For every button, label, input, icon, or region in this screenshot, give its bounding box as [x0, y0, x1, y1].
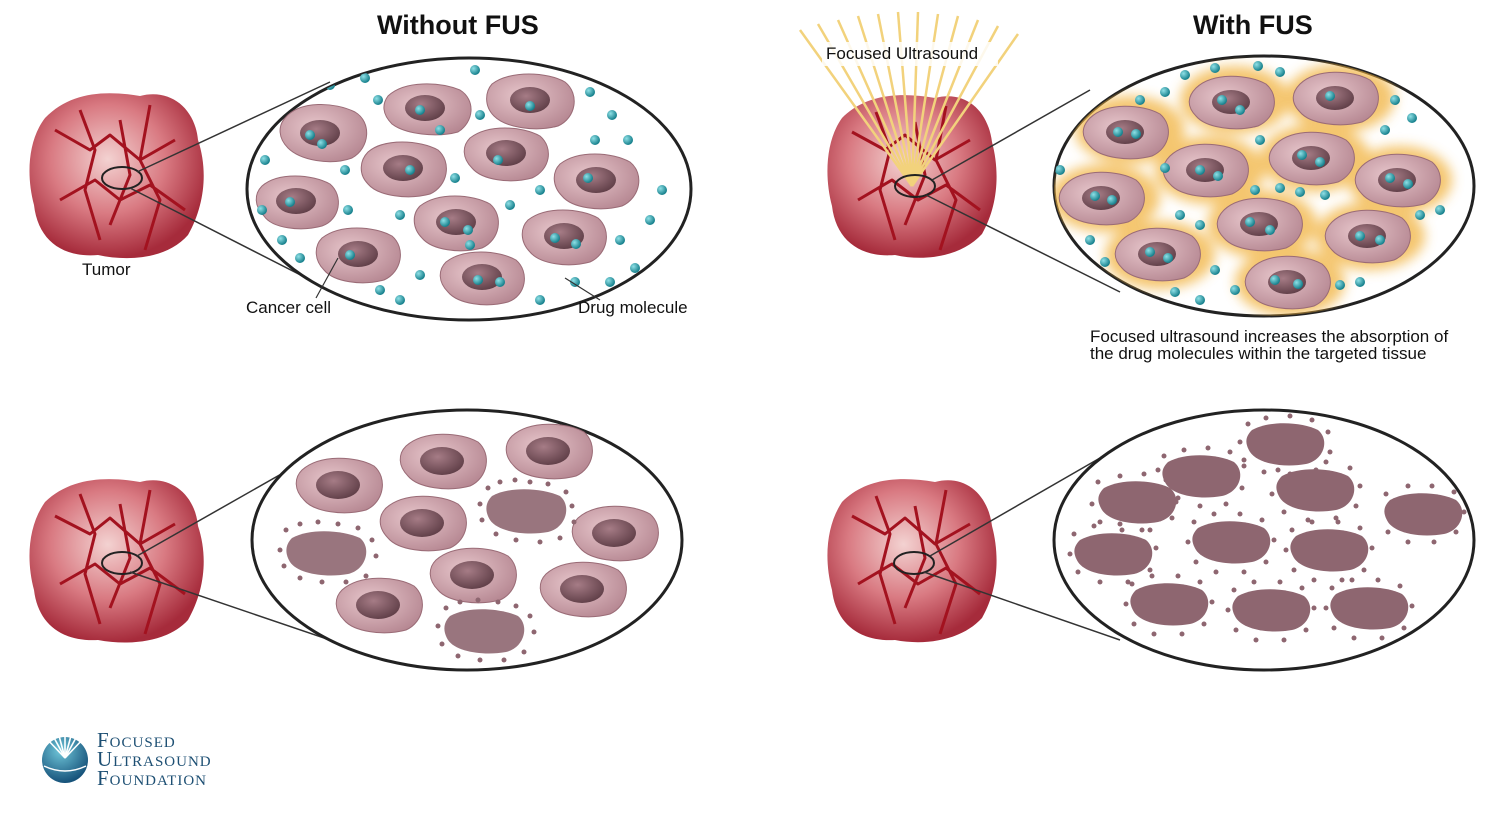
logo-line-1: Focused — [97, 728, 176, 752]
zoom-line — [129, 571, 331, 641]
with-fus-title: With FUS — [1193, 10, 1313, 40]
tumor-label: Tumor — [82, 260, 131, 279]
cancer-cells-bottom-left — [295, 423, 659, 634]
cancer-cell-pointer — [315, 257, 339, 299]
zoom-line — [923, 571, 1121, 641]
cancer-cells-top-left — [255, 73, 640, 306]
foundation-logo-icon — [42, 731, 88, 783]
dying-cells-bottom-left — [277, 477, 577, 663]
logo-line-2: Ultrasound — [97, 747, 212, 771]
zoom-line — [136, 81, 331, 173]
zoom-view-bottom-left — [250, 408, 684, 672]
zoom-line — [931, 89, 1091, 181]
zoom-line — [929, 457, 1101, 557]
drug-molecules-top-right — [1055, 61, 1445, 305]
tumor-bottom-right — [827, 479, 997, 643]
logo-line-3: Foundation — [97, 766, 208, 790]
caption-line-2: the drug molecules within the targeted t… — [1090, 344, 1427, 363]
cancer-cell-label: Cancer cell — [246, 298, 332, 317]
tumor-top-left — [29, 93, 204, 259]
zoom-line — [925, 194, 1121, 293]
tumor-bottom-left — [29, 479, 204, 643]
drug-molecule-label: Drug molecule — [578, 298, 688, 317]
drug-molecule-pointer — [564, 277, 601, 301]
without-fus-title: Without FUS — [377, 10, 539, 40]
beam-label-backing — [822, 42, 998, 66]
focused-ultrasound-label: Focused Ultrasound — [826, 44, 979, 63]
zoom-view-top-left — [245, 56, 693, 322]
zoom-view-top-right — [1052, 54, 1476, 318]
target-ring — [894, 174, 936, 198]
dying-cells-bottom-right — [1067, 413, 1467, 643]
foundation-logo-text: Focused Ultrasound Foundation — [97, 728, 212, 790]
caption-line-1: Focused ultrasound increases the absorpt… — [1090, 327, 1449, 346]
zoom-view-bottom-right — [1052, 408, 1476, 672]
